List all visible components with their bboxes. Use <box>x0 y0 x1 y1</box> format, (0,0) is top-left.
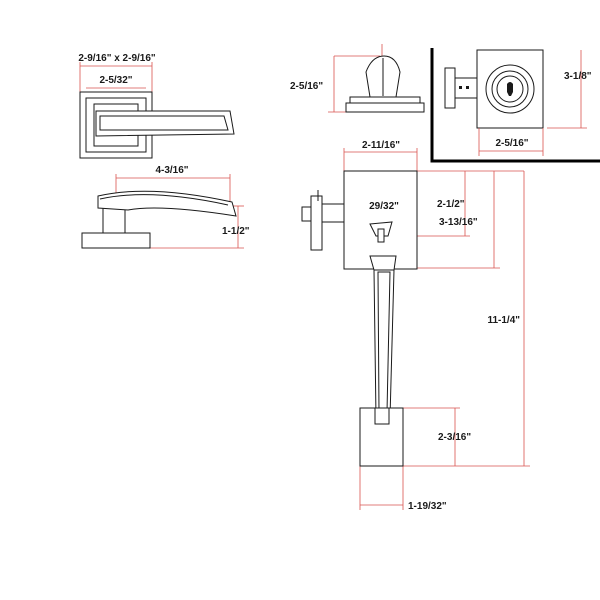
rose-inner-width-dimension: 2-5/32" <box>99 75 132 86</box>
inset-height-dimension: 3-1/8" <box>564 71 592 82</box>
bottom-plate-height-dimension: 2-3/16" <box>438 432 471 443</box>
lever-top-view <box>79 62 235 159</box>
top-to-bolt-dimension: 2-1/2" <box>437 199 465 210</box>
plate-width-dimension: 2-11/16" <box>362 140 400 151</box>
overall-height-dimension: 11-1/4" <box>487 315 520 326</box>
top-to-handle-dimension: 3-13/16" <box>439 217 478 228</box>
inset-width-dimension: 2-5/16" <box>495 138 528 149</box>
deadbolt-inset-frame <box>430 48 600 163</box>
thumb-width-dimension: 29/32" <box>369 201 399 212</box>
bottom-plate-width-dimension: 1-19/32" <box>408 501 447 512</box>
lever-length-dimension: 4-3/16" <box>155 165 188 176</box>
deadbolt-side-view <box>328 44 425 113</box>
deadbolt-front-view <box>444 49 587 156</box>
deadbolt-height-dimension: 2-5/16" <box>290 81 323 92</box>
lever-side-view <box>81 174 244 249</box>
rose-size-dimension: 2-9/16" x 2-9/16" <box>78 53 156 64</box>
lever-projection-dimension: 1-1/2" <box>222 226 250 237</box>
handleset-front-view <box>301 148 530 510</box>
